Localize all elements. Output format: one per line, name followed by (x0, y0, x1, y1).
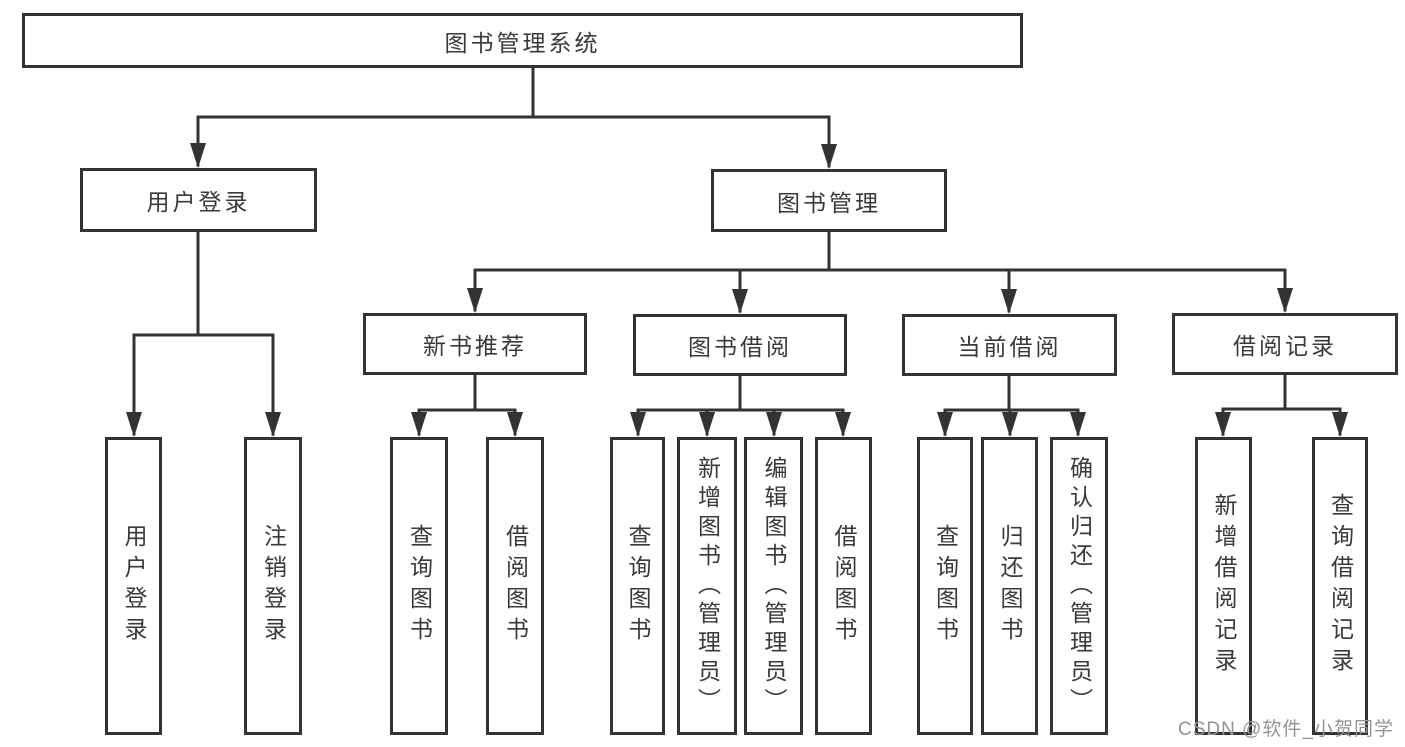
leaf-return-books: 归还图书 (981, 437, 1038, 735)
arrowhead (630, 412, 646, 437)
node-book-management: 图书管理 (711, 169, 947, 232)
leaf-query-borrow-record: 查询借阅记录 (1312, 437, 1368, 735)
connector-login-to-children (132, 230, 275, 436)
arrowhead (1332, 412, 1348, 437)
arrowhead (835, 412, 851, 437)
node-system-root: 图书管理系统 (22, 13, 1023, 68)
arrowhead (411, 412, 427, 437)
arrowhead (1001, 289, 1017, 314)
connector-root-to-level2 (196, 66, 831, 168)
arrowhead (937, 412, 953, 437)
arrowhead (821, 144, 837, 169)
leaf-user-login: 用户登录 (105, 437, 162, 735)
arrowhead (1002, 412, 1018, 437)
arrowhead (507, 412, 523, 437)
connector-records-to-children (1221, 373, 1342, 436)
node-new-book-recommend: 新书推荐 (363, 313, 587, 375)
leaf-borrow-books: 借阅图书 (815, 437, 872, 735)
leaf-add-books-admin: 新增图书（管理员） (677, 437, 737, 735)
arrowhead (1070, 412, 1086, 437)
leaf-query-books-borrowing: 查询图书 (610, 437, 665, 735)
leaf-edit-books-admin: 编辑图书（管理员） (744, 437, 803, 735)
node-user-login: 用户登录 (80, 168, 317, 232)
arrowheads (126, 143, 1348, 437)
arrowhead (265, 412, 281, 437)
arrowhead (1277, 288, 1293, 313)
leaf-query-books-recommend: 查询图书 (390, 437, 448, 735)
arrowhead (1215, 412, 1231, 437)
leaf-borrow-books-recommend: 借阅图书 (486, 437, 544, 735)
leaf-add-borrow-record: 新增借阅记录 (1195, 437, 1252, 735)
node-borrowing-records: 借阅记录 (1172, 313, 1398, 375)
arrowhead (467, 288, 483, 313)
connector-borrow-to-children (636, 374, 845, 436)
leaf-logout: 注销登录 (244, 437, 302, 735)
leaf-query-books-current: 查询图书 (917, 437, 973, 735)
node-book-borrowing: 图书借阅 (633, 314, 847, 376)
arrowhead (126, 412, 142, 437)
arrowhead (699, 412, 715, 437)
arrowhead (190, 143, 206, 168)
leaf-confirm-return-admin: 确认归还（管理员） (1050, 437, 1108, 735)
arrowhead (766, 412, 782, 437)
connector-rec-to-children (417, 373, 517, 436)
csdn-watermark: CSDN @软件_小贺同学 (1178, 719, 1394, 740)
node-current-borrowing: 当前借阅 (902, 314, 1117, 376)
connector-mgmt-to-level3 (473, 230, 1287, 313)
arrowhead (732, 289, 748, 314)
